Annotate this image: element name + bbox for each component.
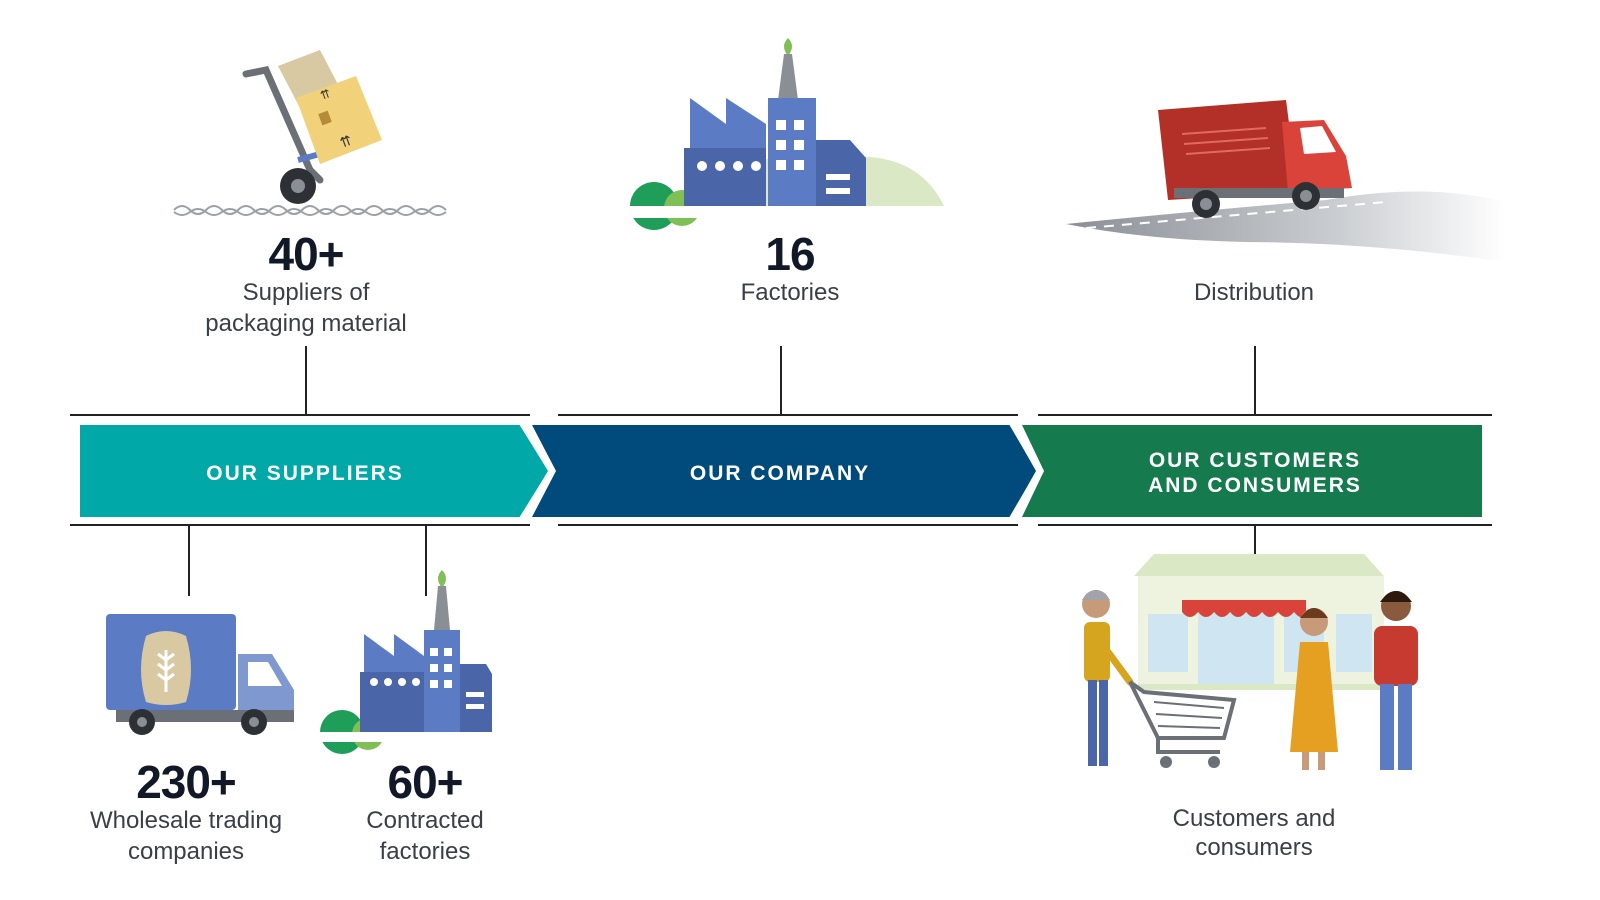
factories-count: 16	[765, 228, 815, 280]
wholesale-count: 230+	[136, 756, 237, 808]
packaging-suppliers-count: 40+	[268, 228, 344, 280]
connector-customers	[1254, 526, 1256, 554]
connector-packaging	[305, 346, 307, 414]
customers-label-line1: Customers and	[1172, 805, 1336, 832]
stage-customers-label: OUR CUSTOMERS AND CONSUMERS	[1110, 448, 1400, 498]
contracted-label-line1: Contracted	[366, 807, 484, 834]
suppliers-band-bottom-line	[70, 524, 530, 526]
connector-wholesale	[188, 526, 190, 596]
customers-band-top-line	[1038, 414, 1492, 416]
contracted-factory-icon	[318, 570, 508, 754]
customers-band	[1022, 425, 1482, 517]
factory-icon	[626, 38, 946, 230]
distribution-label: Distribution	[1193, 279, 1315, 306]
packaging-suppliers-label-line1: Suppliers of	[242, 279, 370, 306]
stage-customers-label-line1: OUR CUSTOMERS	[1148, 449, 1362, 472]
grain-truck-icon	[106, 614, 294, 735]
svg-text:⇈: ⇈	[318, 86, 332, 103]
wholesale-label-line1: Wholesale trading	[89, 807, 283, 834]
suppliers-band-top-line	[70, 414, 530, 416]
stage-company-label: OUR COMPANY	[689, 462, 871, 485]
company-band-top-line	[558, 414, 1018, 416]
connector-factories	[780, 346, 782, 414]
connector-distribution	[1254, 346, 1256, 414]
stage-customers-label-line2: AND CONSUMERS	[1148, 474, 1362, 497]
customers-band-bottom-line	[1038, 524, 1492, 526]
packaging-suppliers-label-line2: packaging material	[205, 310, 407, 337]
customers-label-line2: consumers	[1195, 834, 1313, 861]
svg-text:⇈: ⇈	[338, 133, 354, 152]
shop-people-icon	[1082, 554, 1418, 770]
stage-suppliers-label: OUR SUPPLIERS	[206, 462, 404, 485]
suppliers-band	[80, 425, 548, 517]
connector-contracted	[425, 526, 427, 596]
delivery-truck-icon	[1066, 100, 1506, 262]
company-band-bottom-line	[558, 524, 1018, 526]
wholesale-label-line2: companies	[127, 838, 245, 865]
factories-label: Factories	[740, 279, 840, 306]
contracted-count: 60+	[387, 756, 463, 808]
company-band	[532, 425, 1036, 517]
hand-truck-icon: ⇈ ⇈	[173, 50, 447, 216]
contracted-label-line2: factories	[379, 838, 471, 865]
